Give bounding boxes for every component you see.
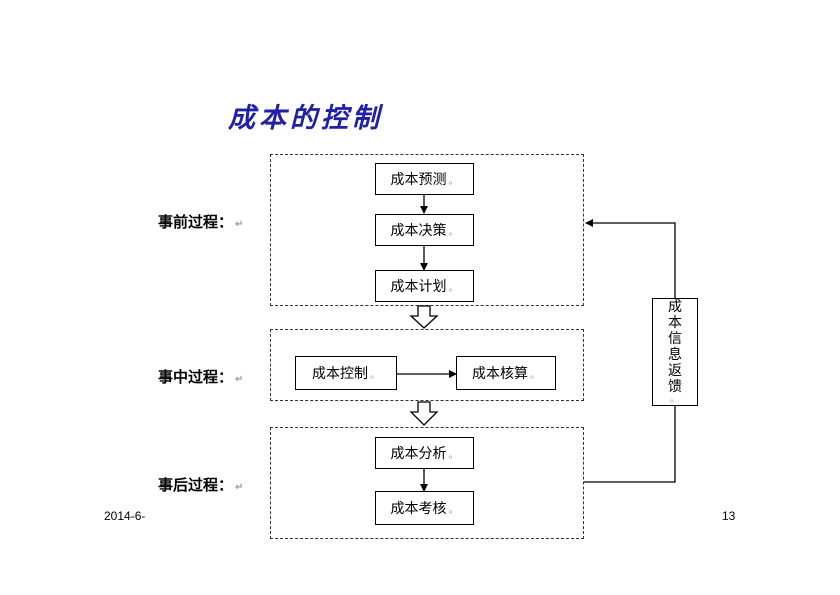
box-cost-decision: 成本决策。 <box>375 214 474 246</box>
stage-label-before: 事前过程：↵ <box>158 213 244 231</box>
during-stage-frame <box>270 329 584 401</box>
box-cost-plan: 成本计划。 <box>375 270 474 302</box>
block-arrow-during-after <box>409 401 439 426</box>
after-stage-frame <box>270 427 584 539</box>
stage-label-during: 事中过程：↵ <box>158 368 244 386</box>
box-cost-assessment: 成本考核。 <box>375 491 474 525</box>
box-cost-info-feedback: 成 本 信 息 返 馈 。 <box>652 298 698 406</box>
stage-label-after: 事后过程：↵ <box>158 476 244 494</box>
footer-date: 2014-6- <box>104 509 146 523</box>
block-arrow-before-during <box>409 305 439 329</box>
box-cost-analysis: 成本分析。 <box>375 437 474 469</box>
slide-title: 成本的控制 <box>228 103 383 134</box>
box-cost-control: 成本控制。 <box>295 356 397 390</box>
feedback-line-top <box>585 219 676 298</box>
box-cost-accounting: 成本核算。 <box>456 356 556 390</box>
footer-page-number: 13 <box>722 509 736 523</box>
box-cost-forecast: 成本预测。 <box>375 163 474 195</box>
feedback-line-bottom <box>584 406 676 483</box>
